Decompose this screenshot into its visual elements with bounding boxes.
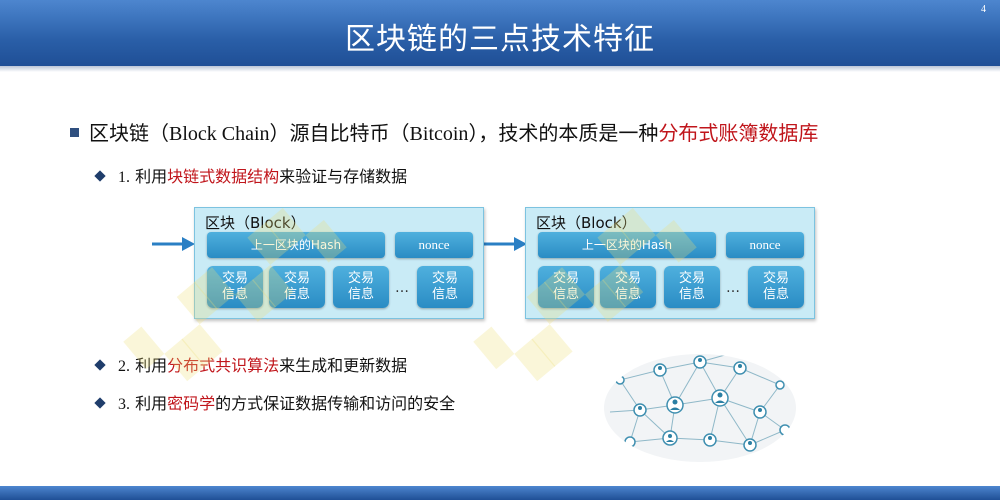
block-2: 区块（Block） 上一区块的Hash nonce 交易信息 交易信息 交易信息… (525, 207, 815, 319)
nonce-field: nonce (395, 232, 473, 258)
page-number: 4 (981, 4, 986, 15)
sub-bullet-prefix: 利用 (135, 356, 168, 375)
sub-bullet-number: 1. (118, 169, 130, 186)
main-bullet: 区块链（Block Chain）源自比特币（Bitcoin），技术的本质是一种分… (70, 117, 818, 146)
network-graph-icon (604, 354, 796, 462)
transaction-box: 交易信息 (269, 266, 325, 308)
transaction-box: 交易信息 (417, 266, 473, 308)
diamond-bullet-icon (94, 169, 106, 182)
main-bullet-text: 区块链（ (89, 121, 169, 145)
tx-line-2: 信息 (221, 287, 248, 302)
square-bullet-icon (70, 128, 79, 137)
footer-bar (0, 486, 1000, 500)
sub-bullet-number: 2. (118, 358, 130, 375)
sub-bullet-suffix: 的方式保证数据传输和访问的安全 (215, 394, 456, 413)
tx-line-1: 交易 (431, 271, 458, 286)
tx-line-1: 交易 (347, 271, 374, 286)
transaction-box: 交易信息 (207, 266, 263, 308)
nonce-field: nonce (726, 232, 804, 258)
ellipsis: … (726, 280, 740, 296)
prev-hash-field: 上一区块的Hash (538, 232, 716, 258)
sub-bullet-suffix: 来生成和更新数据 (279, 356, 408, 375)
arrow-icon (152, 237, 195, 251)
transaction-box: 交易信息 (748, 266, 804, 308)
title-bar-shadow (0, 66, 1000, 72)
block-1: 区块（Block） 上一区块的Hash nonce 交易信息 交易信息 交易信息… (194, 207, 484, 319)
sub-bullet-number: 3. (118, 396, 130, 413)
main-bullet-en1: Block Chain (169, 123, 270, 145)
sub-bullet-prefix: 利用 (135, 167, 168, 186)
sub-bullet-1: 1. 利用块链式数据结构来验证与存储数据 (94, 163, 408, 187)
tx-line-2: 信息 (552, 287, 579, 302)
prev-hash-field: 上一区块的Hash (207, 232, 385, 258)
tx-line-2: 信息 (614, 287, 641, 302)
transaction-box: 交易信息 (538, 266, 594, 308)
tx-line-1: 交易 (283, 271, 310, 286)
transaction-box: 交易信息 (664, 266, 720, 308)
page-title: 区块链的三点技术特征 (345, 22, 655, 57)
title-bar (0, 0, 1000, 66)
block-label: 区块（Block） (536, 214, 637, 232)
tx-line-1: 交易 (614, 271, 641, 286)
sub-bullet-2: 2. 利用分布式共识算法来生成和更新数据 (94, 352, 408, 376)
tx-line-1: 交易 (221, 271, 248, 286)
main-bullet-text-mid: ）源自比特币（ (269, 121, 410, 145)
main-bullet-text-mid2: ），技术的本质是一种 (468, 121, 659, 145)
diamond-bullet-icon (94, 396, 106, 409)
tx-line-2: 信息 (762, 287, 789, 302)
sub-bullet-suffix: 来验证与存储数据 (279, 167, 408, 186)
sub-bullet-highlight: 密码学 (167, 394, 216, 413)
main-bullet-highlight: 分布式账簿数据库 (658, 121, 819, 145)
tx-line-1: 交易 (552, 271, 579, 286)
sub-bullet-3: 3. 利用密码学的方式保证数据传输和访问的安全 (94, 390, 456, 414)
tx-line-2: 信息 (347, 287, 374, 302)
arrow-icon (484, 237, 527, 251)
main-bullet-en2: Bitcoin (409, 123, 469, 145)
tx-line-1: 交易 (678, 271, 705, 286)
sub-bullet-prefix: 利用 (135, 394, 168, 413)
transaction-box: 交易信息 (600, 266, 656, 308)
transaction-box: 交易信息 (333, 266, 389, 308)
tx-line-2: 信息 (283, 287, 310, 302)
tx-line-2: 信息 (678, 287, 705, 302)
tx-line-1: 交易 (762, 271, 789, 286)
block-label: 区块（Block） (205, 214, 306, 232)
ellipsis: … (395, 280, 409, 296)
sub-bullet-highlight: 分布式共识算法 (167, 356, 280, 375)
diamond-bullet-icon (94, 358, 106, 371)
sub-bullet-highlight: 块链式数据结构 (167, 167, 280, 186)
tx-line-2: 信息 (431, 287, 458, 302)
